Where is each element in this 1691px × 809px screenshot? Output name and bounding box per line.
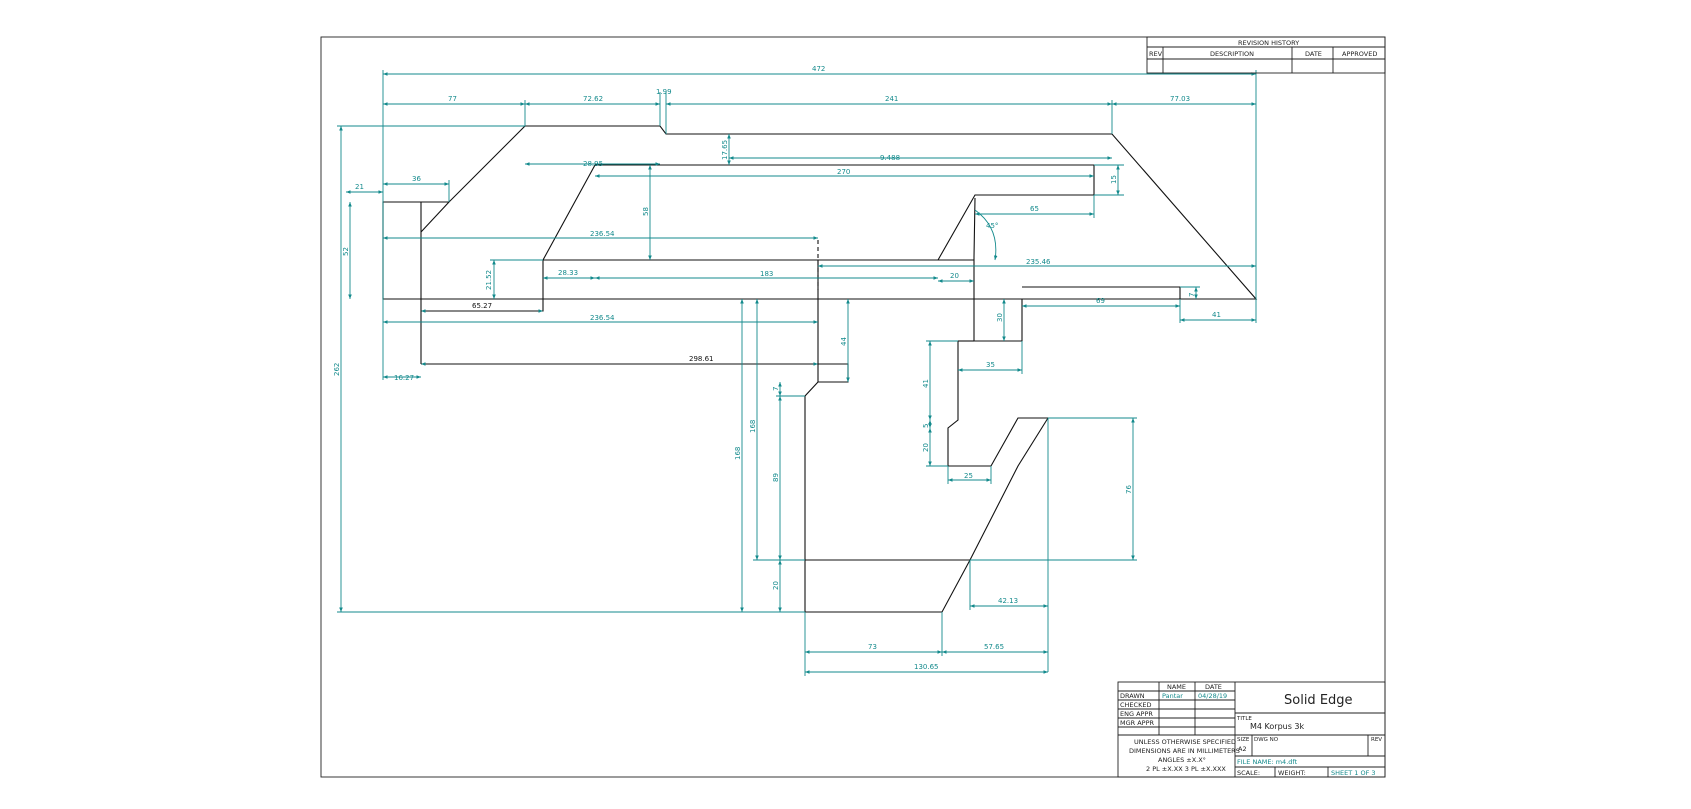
- dim-236-54-upper: 236.54: [590, 230, 615, 238]
- dim-65: 65: [1030, 205, 1039, 213]
- dim-36: 36: [412, 175, 421, 183]
- dim-58: 58: [642, 207, 650, 216]
- tb-drawn-date: 04/28/19: [1198, 692, 1227, 700]
- tb-row-drawn: DRAWN: [1120, 692, 1145, 700]
- tb-note-2: DIMENSIONS ARE IN MILLIMETERS: [1129, 747, 1240, 755]
- tb-note-3: ANGLES ±X.X°: [1158, 756, 1206, 764]
- title-block: NAME DATE DRAWN Pantar 04/28/19 CHECKED …: [1117, 681, 1386, 778]
- tb-rev-label: REV: [1371, 737, 1382, 743]
- tb-title-label: TITLE: [1236, 716, 1252, 722]
- tb-row-eng-appr: ENG APPR: [1120, 710, 1153, 718]
- dim-168-a: 168: [734, 447, 742, 460]
- rev-col-rev: REV: [1149, 50, 1163, 58]
- sheet-border: [320, 36, 1386, 778]
- dim-241: 241: [885, 95, 898, 103]
- dim-262: 262: [333, 363, 341, 376]
- tb-note-4: 2 PL ±X.XX 3 PL ±X.XXX: [1146, 765, 1226, 773]
- dim-28-95: 28.95: [583, 160, 603, 168]
- dim-9-488: 9.488: [880, 154, 900, 162]
- tb-col-name: NAME: [1167, 683, 1186, 691]
- dim-236-54-lower: 236.54: [590, 314, 615, 322]
- dim-28-33: 28.33: [558, 269, 578, 277]
- dim-65-27: 65.27: [472, 302, 492, 310]
- dim-41-lower: 41: [922, 379, 930, 388]
- rev-col-description: DESCRIPTION: [1210, 50, 1254, 58]
- tb-size-label: SIZE: [1237, 737, 1250, 743]
- dim-76: 76: [1125, 485, 1133, 494]
- dim-42-13: 42.13: [998, 597, 1018, 605]
- dim-25: 25: [964, 472, 973, 480]
- dim-298-61: 298.61: [689, 355, 714, 363]
- tb-weight-label: WEIGHT:: [1278, 769, 1306, 777]
- tb-drawn-name: Pantar: [1162, 692, 1183, 700]
- dim-52: 52: [342, 247, 350, 256]
- dim-77: 77: [448, 95, 457, 103]
- tb-file-name: FILE NAME: m4.dft: [1237, 758, 1298, 766]
- dim-270: 270: [837, 168, 850, 176]
- tb-title-value: M4 Korpus 3k: [1250, 722, 1305, 731]
- company-name: Solid Edge: [1284, 693, 1353, 708]
- tb-scale-label: SCALE:: [1237, 769, 1260, 777]
- dim-72-62: 72.62: [583, 95, 603, 103]
- dim-73: 73: [868, 643, 877, 651]
- rev-col-approved: APPROVED: [1342, 50, 1377, 58]
- dim-15: 15: [1110, 175, 1118, 184]
- dim-35: 35: [986, 361, 995, 369]
- dim-69: 69: [1096, 297, 1105, 305]
- dim-57-65: 57.65: [984, 643, 1004, 651]
- revision-history-block: REVISION HISTORY REV DESCRIPTION DATE AP…: [1146, 36, 1386, 74]
- dim-41-right: 41: [1212, 311, 1221, 319]
- dim-16-27: 16.27: [394, 374, 414, 382]
- dim-45-deg: 45°: [986, 222, 998, 230]
- revision-history-title: REVISION HISTORY: [1238, 39, 1299, 47]
- tb-dwg-no-label: DWG NO: [1254, 737, 1279, 743]
- dim-1-99: 1.99: [656, 88, 672, 96]
- dim-130-65: 130.65: [914, 663, 939, 671]
- dim-7-stem: 7: [772, 387, 780, 391]
- dim-20-v-bottom: 20: [772, 581, 780, 590]
- dim-21-52: 21.52: [485, 270, 493, 290]
- part-outline: [382, 125, 1258, 613]
- tb-row-checked: CHECKED: [1120, 701, 1151, 709]
- dim-183: 183: [760, 270, 773, 278]
- dim-168-b: 168: [749, 420, 757, 433]
- dim-20-v-right: 20: [922, 443, 930, 452]
- dim-77-03: 77.03: [1170, 95, 1190, 103]
- tb-row-mgr-appr: MGR APPR: [1120, 719, 1155, 727]
- dim-21: 21: [355, 183, 364, 191]
- dim-7-right: 7: [1188, 293, 1196, 297]
- dim-30: 30: [996, 313, 1004, 322]
- tb-note-1: UNLESS OTHERWISE SPECIFIED: [1134, 738, 1236, 746]
- tb-size-value: A2: [1238, 745, 1247, 753]
- rev-col-date: DATE: [1305, 50, 1322, 58]
- dim-472: 472: [812, 65, 825, 73]
- dim-20-h: 20: [950, 272, 959, 280]
- tb-sheet-label: SHEET 1 OF 3: [1331, 769, 1376, 777]
- dim-17-65: 17.65: [721, 140, 729, 160]
- dim-235-46: 235.46: [1026, 258, 1051, 266]
- dimensions: 472 77 72.62 1.99 241 77.03 17.65 9.488 …: [333, 65, 1257, 676]
- dim-5: 5: [922, 424, 930, 428]
- tb-col-date: DATE: [1205, 683, 1222, 691]
- dim-44: 44: [840, 337, 848, 346]
- dim-89: 89: [772, 473, 780, 482]
